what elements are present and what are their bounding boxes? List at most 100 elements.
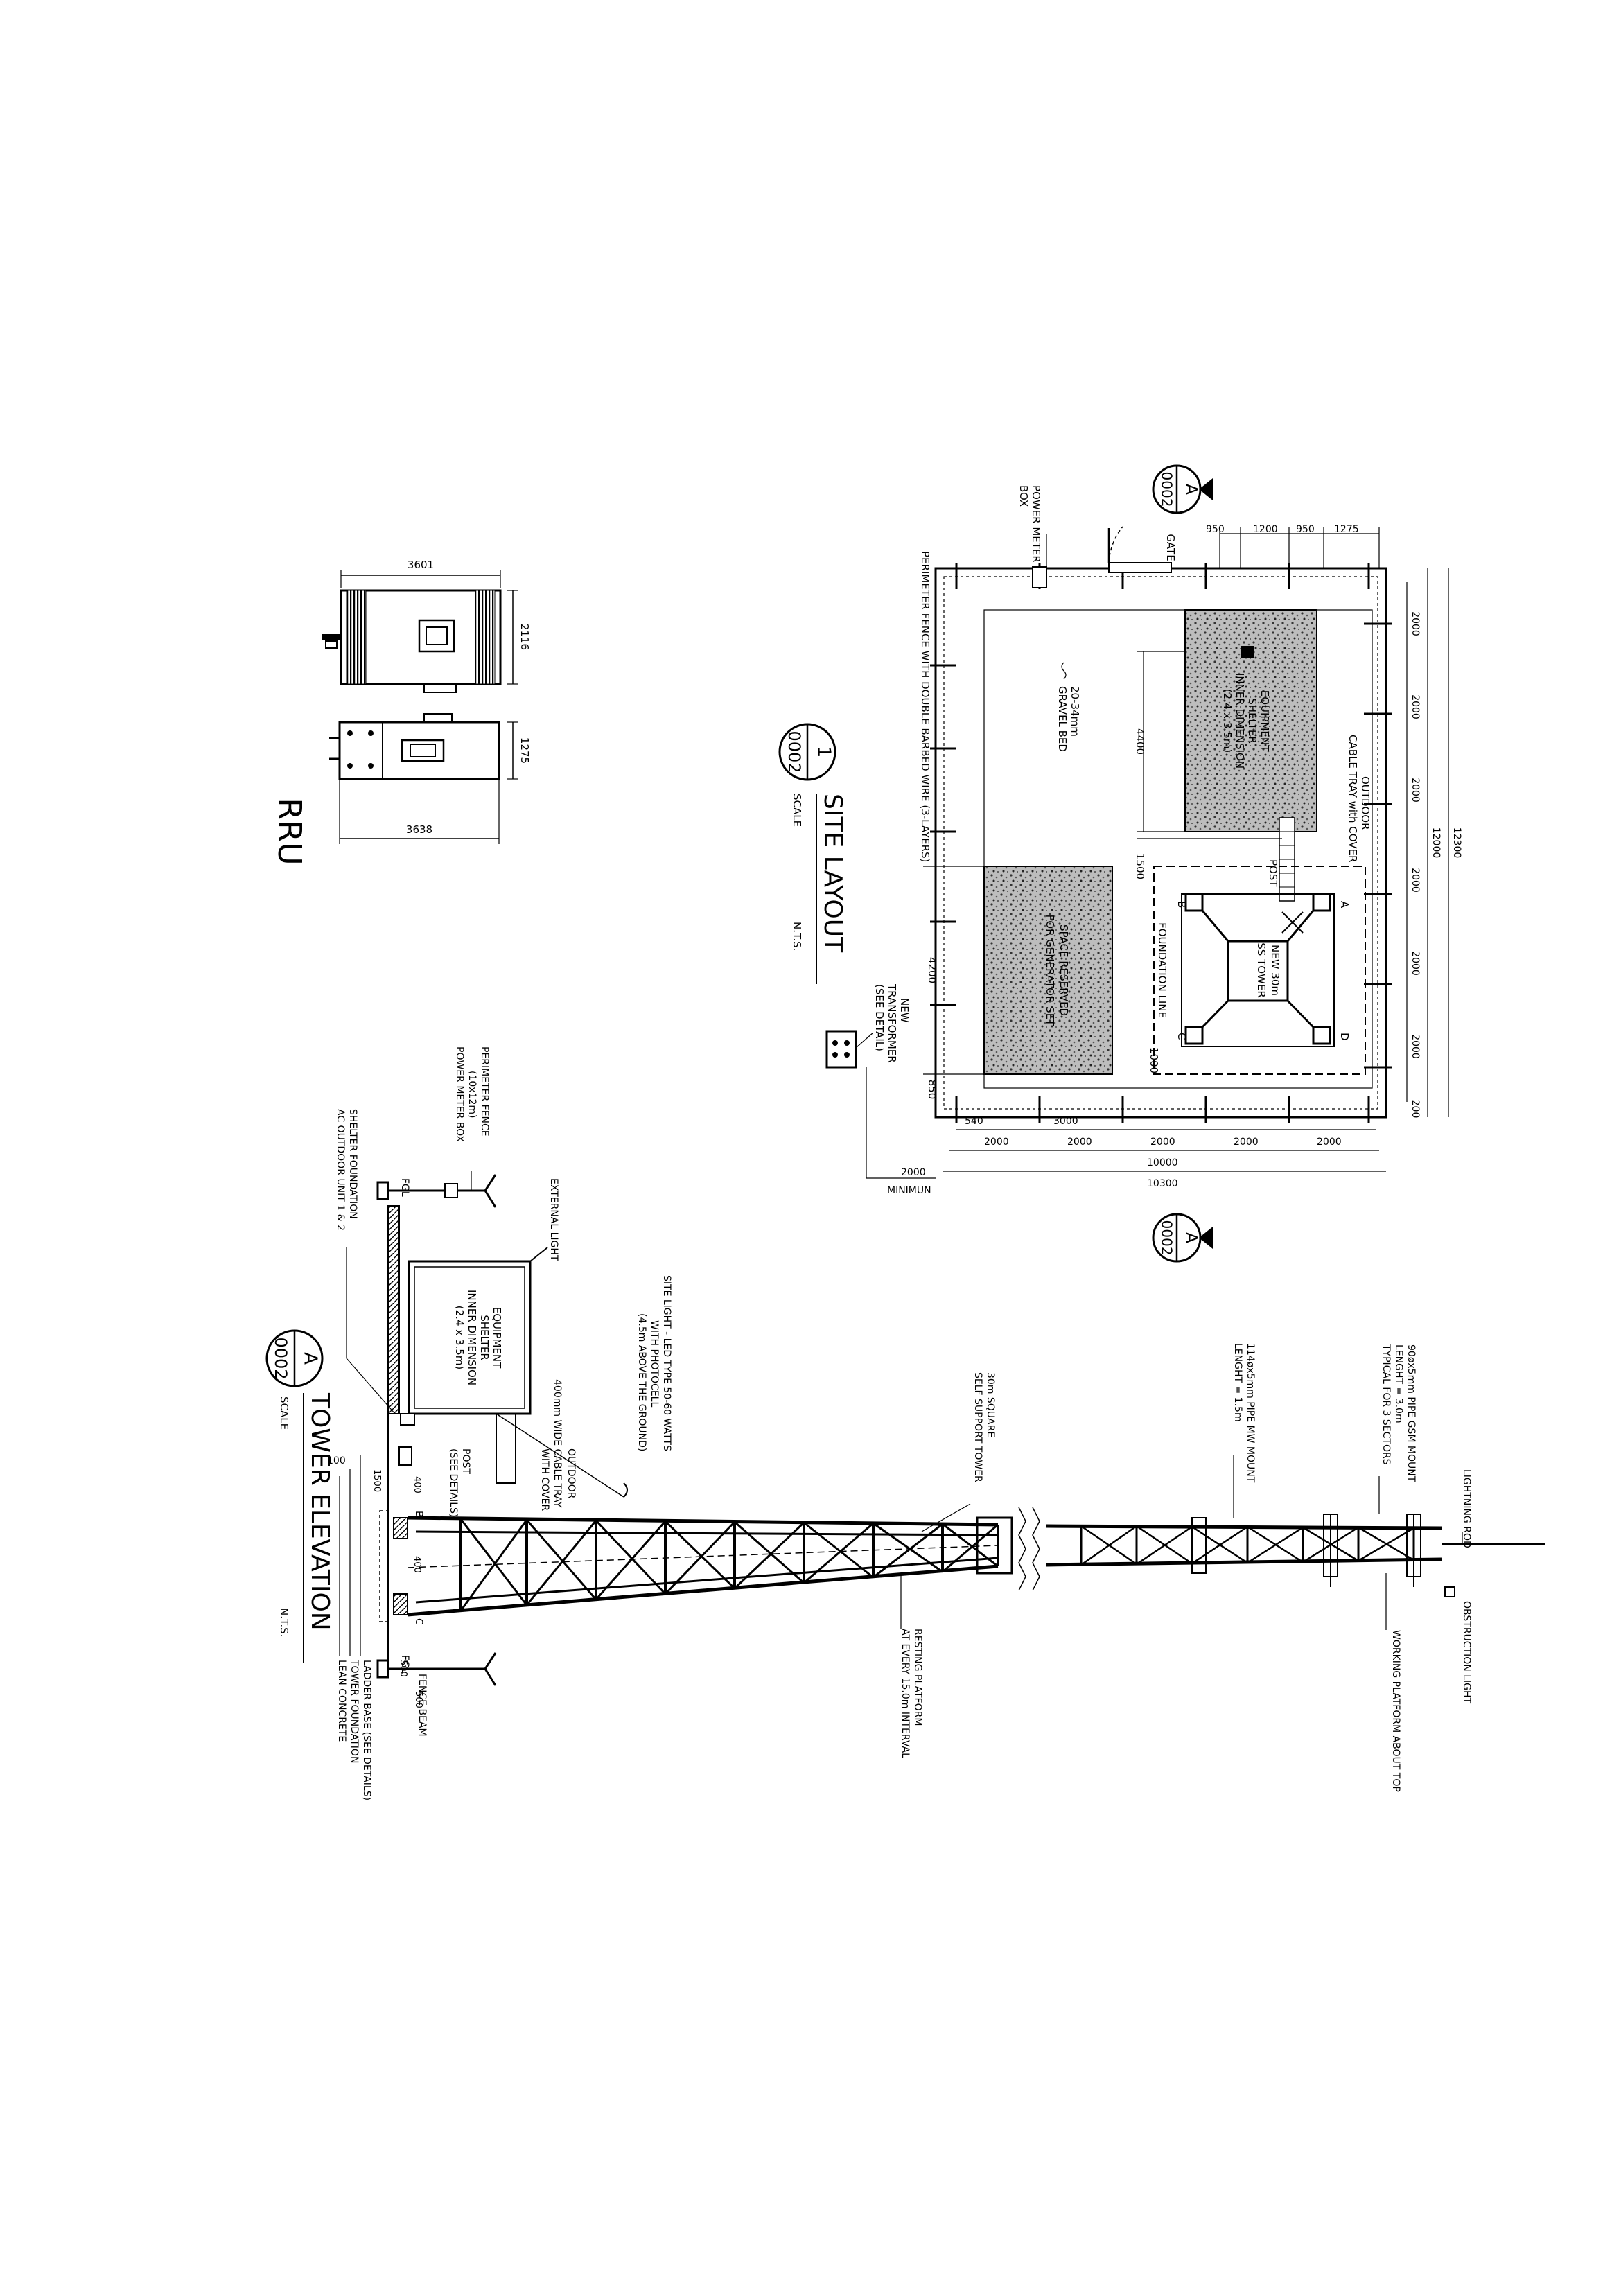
rru-dim-height-front: 2116 xyxy=(518,624,531,650)
section-marker-top-letter: A xyxy=(1182,484,1201,496)
new-transformer xyxy=(825,1030,874,1178)
elev-shelter-1: EQUIPMENT xyxy=(491,1307,503,1369)
gate-label: GATE xyxy=(1164,534,1177,561)
tower-corner-c: C xyxy=(1175,1033,1188,1040)
foundation-line-label: FOUNDATION LINE xyxy=(1156,922,1168,1018)
bottom-dimension-chain xyxy=(866,1129,1386,1179)
section-marker-bottom-sheet: 0002 xyxy=(1159,1220,1175,1256)
dim-4200: 4200 xyxy=(926,957,938,983)
lean-concrete-label: LEAN CONCRETE xyxy=(336,1660,347,1742)
dim-top-950b: 950 xyxy=(1296,524,1315,535)
elev-dim-500b: 500 xyxy=(413,1691,423,1708)
elev-shelter-4: (2.4 x 3.5m) xyxy=(453,1306,466,1369)
ladder-base-label: LADDER BASE (SEE DETAILS) xyxy=(361,1660,372,1800)
shelter-label-2: SHELTER xyxy=(1246,698,1259,744)
site-layout-title-symbol xyxy=(778,723,836,781)
dim-right-12000: 12000 xyxy=(1430,827,1442,859)
site-light-label-1: SITE LIGHT - LED TYPE 50-60 WATTS xyxy=(661,1275,672,1451)
tower-corner-b: B xyxy=(1175,901,1188,908)
dim-right-2: 2000 xyxy=(1410,694,1421,719)
post-label: POST xyxy=(1267,859,1279,887)
section-marker-top: A 0002 xyxy=(1152,464,1213,514)
dim-bottom-2000-3: 2000 xyxy=(1150,1137,1175,1148)
gsm-mount-label-3: TYPICAL FOR 3 SECTORS xyxy=(1381,1344,1392,1465)
dim-bottom-10000: 10000 xyxy=(1147,1157,1178,1168)
elev-shelter-3: INNER DIMENSION xyxy=(466,1290,478,1385)
external-light-label: EXTERNAL LIGHT xyxy=(548,1178,559,1261)
dim-top-1275: 1275 xyxy=(1334,524,1359,535)
tower-elevation-scale-label: SCALE xyxy=(278,1396,290,1430)
site-layout-title: SITE LAYOUT xyxy=(818,794,847,953)
dim-top-1200: 1200 xyxy=(1253,524,1278,535)
tower-elevation-symbol-bottom: 0002 xyxy=(271,1337,290,1379)
elev-power-meter-label: POWER METER BOX xyxy=(454,1046,465,1142)
equipment-shelter-elevation xyxy=(408,1260,532,1415)
elev-post-1: POST xyxy=(460,1448,471,1474)
tower-elevation: FGL FGL EQUIPMENT SHELTER INNER DIMENSIO… xyxy=(265,1046,1545,1800)
site-layout-scale-value: N.T.S. xyxy=(791,922,803,951)
dim-minimum-value: 2000 xyxy=(901,1167,926,1178)
dim-bottom-10300: 10300 xyxy=(1147,1178,1178,1189)
tower-label-1: NEW 30m xyxy=(1269,945,1281,996)
power-meter-label-2: BOX xyxy=(1017,485,1030,507)
dim-bottom-2000-4: 2000 xyxy=(1234,1137,1259,1148)
shelter-foundation xyxy=(387,1205,400,1414)
elev-dim-1500: 1500 xyxy=(371,1469,382,1492)
elev-dim-400a: 400 xyxy=(412,1476,422,1493)
cable-tray-label-1: OUTDOOR xyxy=(1359,776,1372,830)
dim-right-6: 2000 xyxy=(1410,1034,1421,1059)
transformer-label-3: (SEE DETAIL) xyxy=(873,984,886,1051)
dim-bottom-540: 540 xyxy=(965,1116,983,1127)
perimeter-fence-label: PERIMETER FENCE WITH DOUBLE BARBED WIRE … xyxy=(919,551,931,862)
elev-dim-400b: 400 xyxy=(412,1556,422,1573)
gravel-bed-label-2: GRAVEL BED xyxy=(1056,686,1069,752)
tower-elevation-scale-value: N.T.S. xyxy=(278,1608,290,1637)
resting-platform-label-1: RESTING PLATFORM xyxy=(912,1629,923,1726)
rru-dim-width-side: 3638 xyxy=(406,823,432,836)
dim-bottom-3000: 3000 xyxy=(1053,1116,1078,1127)
generator-space xyxy=(983,866,1113,1075)
rru-dim-height-side: 1275 xyxy=(518,737,531,764)
tower-elevation-symbol-top: A xyxy=(300,1352,321,1365)
shelter-label-3: INNER DIMENSION xyxy=(1234,673,1246,769)
dim-bottom-2000-5: 2000 xyxy=(1317,1137,1342,1148)
tower-footprint xyxy=(1181,893,1335,1047)
perimeter-fence-elevation xyxy=(376,1174,497,1686)
shelter-foundation-label: SHELTER FOUNDATION xyxy=(347,1109,358,1219)
transformer-label-1: NEW xyxy=(898,998,911,1023)
rru-front-view xyxy=(322,570,518,693)
fgl-left: FGL xyxy=(399,1178,410,1197)
lightning-rod-label: LIGHTNING ROD xyxy=(1461,1469,1472,1548)
dim-bottom-2000-2: 2000 xyxy=(1067,1137,1092,1148)
power-meter-box-elevation xyxy=(444,1183,458,1198)
gravel-bed-label-1: 20-34mm xyxy=(1069,686,1081,737)
rru-side-view xyxy=(329,713,518,844)
elev-corner-b: B xyxy=(413,1511,424,1518)
section-marker-bottom: A 0002 xyxy=(1152,1213,1213,1263)
gsm-mount-label-1: 90øx5mm PIPE GSM MOUNT xyxy=(1405,1344,1417,1482)
obstruction-light xyxy=(1444,1586,1455,1597)
site-layout-plan: A 0002 A 0002 xyxy=(778,464,1462,1263)
site-layout-symbol-top: 1 xyxy=(814,746,834,758)
obstruction-light-label: OBSTRUCTION LIGHT xyxy=(1461,1601,1472,1703)
transformer-label-2: TRANSFORMER xyxy=(886,983,898,1063)
site-layout-symbol-bottom: 0002 xyxy=(785,730,804,773)
tower-foundation-label: TOWER FOUNDATION xyxy=(349,1659,360,1763)
tower-corner-a: A xyxy=(1338,901,1351,909)
ac-outdoor-label: AC OUTDOOR UNIT 1 & 2 xyxy=(335,1109,346,1231)
fence-beam-label: FENCE BEAM xyxy=(417,1674,428,1737)
cable-tray-elevation xyxy=(496,1413,516,1484)
rru-title: RRU xyxy=(271,798,308,866)
elev-fence-label-1: PERIMETER FENCE xyxy=(479,1046,490,1137)
resting-platform-label-2: AT EVERY 15.0m INTERVAL xyxy=(900,1629,911,1758)
section-marker-bottom-letter: A xyxy=(1182,1232,1201,1244)
dim-right-200: 200 xyxy=(1410,1100,1421,1119)
elev-post-2: (SEE DETAILS) xyxy=(448,1448,459,1517)
dim-right-12300: 12300 xyxy=(1451,827,1462,859)
dim-1500: 1500 xyxy=(1134,853,1146,879)
post-elevation xyxy=(398,1446,412,1466)
shelter-label-1: EQUIPMENT xyxy=(1259,690,1271,752)
tower-label-2: SS TOWER xyxy=(1255,943,1268,998)
elev-fence-label-2: (10x12m) xyxy=(466,1071,477,1118)
dim-right-1: 2000 xyxy=(1410,611,1421,636)
